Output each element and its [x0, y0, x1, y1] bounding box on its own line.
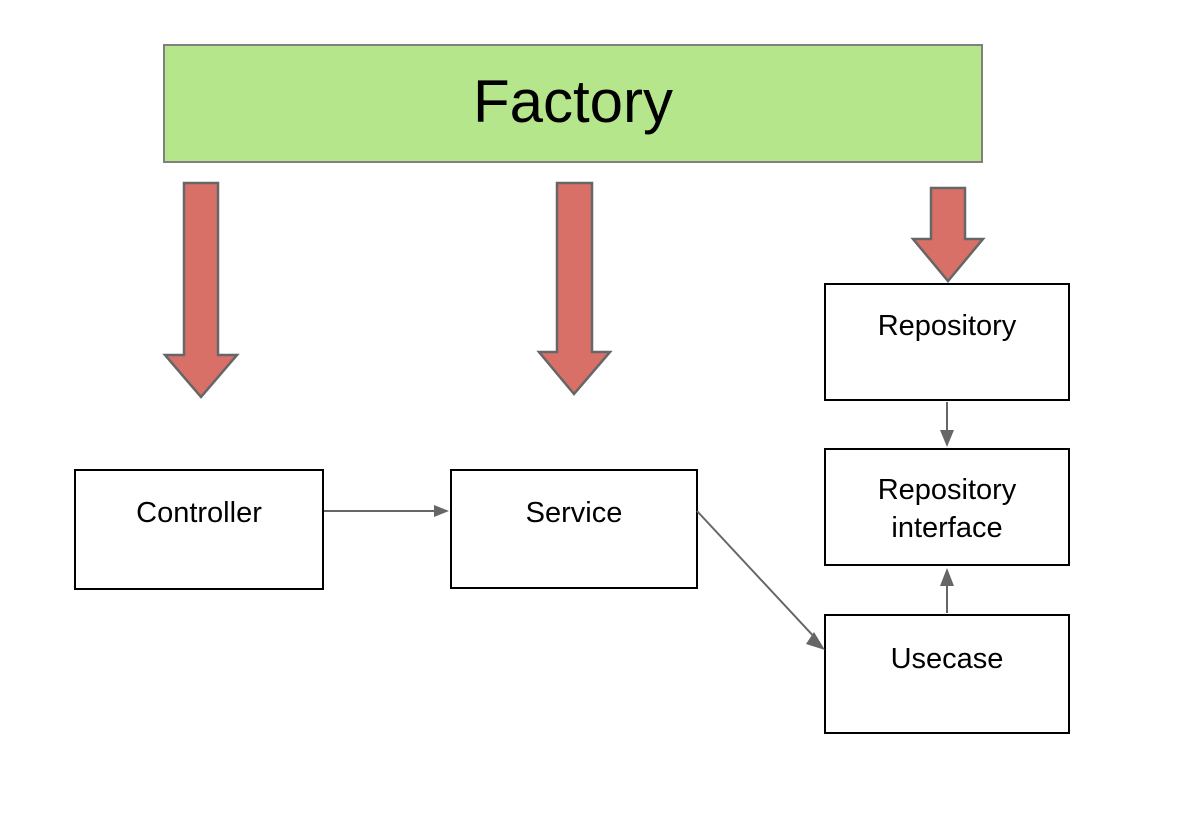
- node-factory[interactable]: Factory: [163, 44, 983, 163]
- connector-controller-to-service-arrowhead-icon: [434, 505, 449, 517]
- block-arrow-factory-to-service: [536, 181, 613, 396]
- block-arrow-factory-to-controller: [162, 181, 240, 399]
- block-arrow-factory-to-repository: [910, 186, 986, 283]
- node-service-label: Service: [525, 497, 623, 529]
- node-controller-label: Controller: [136, 497, 262, 529]
- node-repository[interactable]: Repository: [824, 283, 1070, 401]
- node-repository-interface-label: Repository interface: [877, 474, 1017, 544]
- node-service[interactable]: Service: [450, 469, 698, 589]
- node-usecase[interactable]: Usecase: [824, 614, 1070, 734]
- node-usecase-label: Usecase: [890, 643, 1004, 675]
- node-controller[interactable]: Controller: [74, 469, 324, 590]
- connector-service-to-usecase-arrowhead-icon: [806, 632, 825, 650]
- connector-service-to-usecase-line: [696, 510, 819, 642]
- connector-usecase-to-repository-interface-arrowhead-icon: [940, 568, 954, 586]
- connector-repository-to-repository-interface-arrowhead-icon: [940, 430, 954, 447]
- node-factory-label: Factory: [472, 68, 674, 135]
- node-repository-interface[interactable]: Repository interface: [824, 448, 1070, 566]
- node-repository-label: Repository: [877, 310, 1017, 342]
